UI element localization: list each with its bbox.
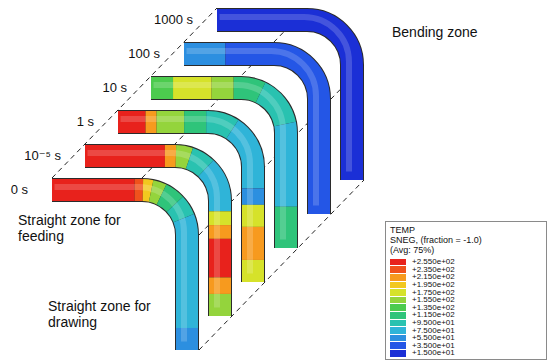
- bent-tube: [49, 187, 187, 350]
- time-label: 10 s: [102, 81, 127, 96]
- legend-value: +2.150e+02: [412, 273, 455, 281]
- time-label: 1 s: [77, 115, 94, 130]
- legend-value: +5.500e+01: [412, 334, 455, 342]
- legend-value: +1.950e+02: [412, 281, 455, 289]
- legend-value: +1.550e+02: [412, 296, 455, 304]
- legend-swatch: [390, 282, 406, 289]
- legend-row: +1.750e+02: [390, 289, 542, 297]
- legend-swatch: [390, 342, 406, 349]
- legend-row: +2.550e+02: [390, 258, 542, 266]
- legend-box: TEMPSNEG, (fraction = -1.0)(Avg: 75%) +2.…: [385, 221, 547, 360]
- legend-value: +9.500e+01: [412, 319, 455, 327]
- legend-row: +2.350e+02: [390, 266, 542, 274]
- time-label: 100 s: [128, 47, 160, 62]
- legend-value: +1.500e+01: [412, 349, 455, 357]
- legend-swatch: [390, 320, 406, 327]
- legend-header: TEMP: [390, 225, 542, 235]
- time-label: 1000 s: [154, 13, 193, 28]
- legend-swatch: [390, 297, 406, 304]
- legend-value: +1.150e+02: [412, 311, 455, 319]
- legend-row: +1.500e+01: [390, 349, 542, 357]
- legend-row: +1.350e+02: [390, 304, 542, 312]
- legend-row: +1.150e+02: [390, 311, 542, 319]
- legend-swatch: [390, 266, 406, 273]
- legend-swatch: [390, 312, 406, 319]
- zone-label: Bending zone: [392, 24, 532, 40]
- legend-value: +2.550e+02: [412, 258, 455, 266]
- tubes: [49, 17, 352, 350]
- legend-row: +2.150e+02: [390, 273, 542, 281]
- legend-row: +1.550e+02: [390, 296, 542, 304]
- legend-swatch: [390, 259, 406, 266]
- legend-row: +3.500e+01: [390, 342, 542, 350]
- zone-label: Straight zone for drawing: [48, 298, 160, 330]
- legend-row: +1.950e+02: [390, 281, 542, 289]
- legend-row: +9.500e+01: [390, 319, 542, 327]
- legend-swatch: [390, 350, 406, 357]
- legend-value: +1.750e+02: [412, 289, 455, 297]
- legend-value: +7.500e+01: [412, 327, 455, 335]
- legend-swatch: [390, 327, 406, 334]
- time-label: 10⁻⁵ s: [24, 149, 61, 164]
- legend-header: SNEG, (fraction = -1.0): [390, 235, 542, 245]
- legend-value: +1.350e+02: [412, 304, 455, 312]
- zone-label: Straight zone for feeding: [18, 212, 126, 244]
- legend-swatch: [390, 274, 406, 281]
- legend-row: +7.500e+01: [390, 327, 542, 335]
- legend-value: +2.350e+02: [412, 266, 455, 274]
- bent-tube: [82, 153, 220, 316]
- legend-header: (Avg: 75%): [390, 245, 542, 255]
- legend-row: +5.500e+01: [390, 334, 542, 342]
- legend-value: +3.500e+01: [412, 342, 455, 350]
- legend-swatch: [390, 304, 406, 311]
- tube-sheen: [49, 187, 184, 347]
- time-label: 0 s: [11, 183, 28, 198]
- legend-swatch: [390, 289, 406, 296]
- legend-rows: +2.550e+02+2.350e+02+2.150e+02+1.950e+02…: [390, 258, 542, 357]
- legend-swatch: [390, 335, 406, 342]
